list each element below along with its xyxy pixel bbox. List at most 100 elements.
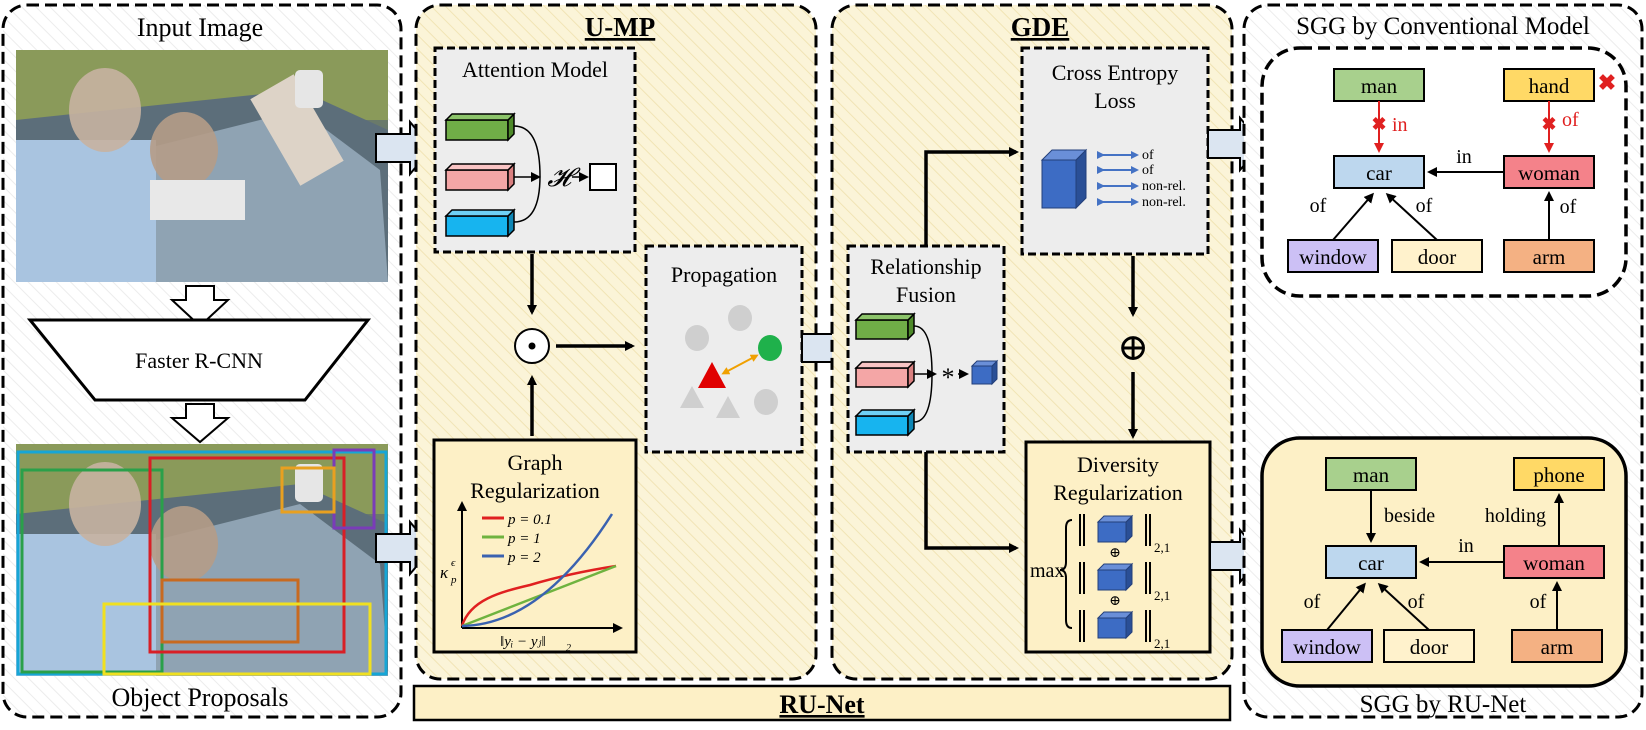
fusion-output-cube [970, 359, 999, 386]
ru-node-window [1281, 629, 1373, 663]
conv-edge-of-error: ✖ [1541, 114, 1556, 134]
conv-node-window [1287, 239, 1379, 273]
y-axis-sup: ϵ [451, 557, 456, 569]
ru-edge-beside-label: beside [1384, 505, 1435, 527]
ce-label-1: of [1142, 148, 1154, 163]
norm-sub-2: 2,1 [1154, 588, 1170, 603]
graph-reg-title-1: Graph [508, 450, 563, 475]
div-oplus-1: ⊕ [1109, 546, 1121, 561]
ru-node-phone-label: phone [1533, 463, 1584, 487]
conv-node-hand [1503, 68, 1595, 102]
cross-entropy-title-1: Cross Entropy [1052, 60, 1179, 85]
input-image-title: Input Image [137, 13, 263, 42]
conv-node-car [1333, 155, 1425, 189]
relationship-fusion-box: Relationship Fusion * [846, 244, 1006, 454]
y-axis-kappa: κ [440, 563, 449, 582]
graph-regularization-box: Graph Regularization p = 0.1 p = 1 p = 2… [432, 438, 638, 654]
diversity-title-2: Regularization [1053, 480, 1183, 505]
runet-label: RU-Net [779, 690, 865, 719]
conv-node-man [1333, 68, 1425, 102]
faster-rcnn-block: Faster R-CNN [26, 318, 372, 402]
conv-node-door-label: door [1418, 245, 1457, 269]
div-cube-1 [1096, 514, 1134, 544]
conv-node-woman-label: woman [1518, 161, 1580, 185]
conv-edge-arm-woman-label: of [1560, 196, 1577, 218]
fusion-title-1: Relationship [870, 254, 981, 279]
fusion-bar-cyan [854, 408, 916, 437]
ru-node-phone [1513, 457, 1605, 491]
ru-edge-woman-car-label: in [1458, 535, 1474, 557]
fusion-title-2: Fusion [896, 282, 956, 307]
ump-panel: U-MP Attention Model [414, 3, 818, 681]
gde-panel: GDE Cross Entropy Loss of of non-rel. no… [830, 3, 1234, 681]
ru-node-man [1325, 457, 1417, 491]
ru-node-arm [1511, 629, 1603, 663]
conv-hand-error-icon: ✖ [1598, 70, 1616, 95]
sgg-conventional-title: SGG by Conventional Model [1296, 13, 1590, 40]
fusion-bar-green [854, 312, 916, 341]
ru-edge-arm-woman-label: of [1530, 591, 1547, 613]
div-cube-2 [1096, 562, 1134, 592]
faster-rcnn-label: Faster R-CNN [135, 348, 263, 373]
attention-model-box: Attention Model 𝓗 [433, 46, 637, 254]
ru-node-car-label: car [1358, 551, 1384, 575]
conv-node-window-label: window [1299, 245, 1368, 269]
legend-p-2: p = 2 [507, 550, 541, 566]
propagation-red-node [698, 362, 726, 388]
feature-bar-cyan [444, 208, 516, 238]
x-axis-norm: ‖yᵢ − yⱼ‖ [500, 634, 546, 650]
curve-p-2 [461, 513, 614, 628]
oplus-operator: ⊕ [1117, 327, 1149, 369]
div-oplus-2: ⊕ [1109, 594, 1121, 609]
sgg-runet-title: SGG by RU-Net [1360, 691, 1527, 718]
norm-sub-3: 2,1 [1154, 636, 1170, 651]
proposal-box-yellow [102, 602, 372, 676]
ce-label-3: non-rel. [1142, 179, 1186, 194]
attention-model-title: Attention Model [462, 57, 608, 82]
norm-sub-1: 2,1 [1154, 540, 1170, 555]
sgg-conventional-graph: man hand ✖ car woman window door arm ✖ i… [1260, 46, 1628, 298]
propagation-green-node [758, 335, 782, 361]
input-photo [16, 50, 388, 282]
curve-p-0.1 [460, 564, 617, 627]
ru-node-door-label: door [1410, 635, 1449, 659]
proposal-box-red [148, 456, 346, 654]
max-label: max [1030, 560, 1064, 582]
ru-node-car [1325, 545, 1417, 579]
ru-node-window-label: window [1293, 635, 1362, 659]
ru-node-arm-label: arm [1541, 635, 1574, 659]
legend-p-0.1: p = 0.1 [507, 512, 552, 528]
ce-label-4: non-rel. [1142, 195, 1186, 210]
proposal-box-green [20, 468, 164, 674]
proposal-box-orange-small [280, 466, 336, 514]
propagation-box: Propagation [644, 244, 804, 454]
fusion-star: * [942, 363, 955, 392]
sgg-runet-graph: man phone car woman window door arm besi… [1260, 436, 1628, 688]
div-cube-3 [1096, 610, 1134, 640]
ru-edge-window-car-label: of [1304, 591, 1321, 613]
cross-entropy-box: Cross Entropy Loss of of non-rel. non-re… [1020, 46, 1210, 256]
diversity-regularization-box: Diversity Regularization max 2,1 ⊕ [1024, 440, 1212, 654]
feature-bar-green [444, 112, 516, 142]
ump-title: U-MP [585, 12, 655, 42]
y-axis-sub: p [450, 574, 457, 586]
legend-p-1: p = 1 [507, 531, 541, 547]
graph-reg-title-2: Regularization [470, 478, 600, 503]
proposals-photo [16, 444, 388, 676]
gde-title: GDE [1011, 12, 1070, 42]
input-panel: Input Image Faster R-CNN [1, 3, 403, 719]
x-axis-sub: 2 [566, 643, 571, 654]
proposal-box-orange [160, 578, 300, 644]
ce-label-2: of [1142, 163, 1154, 178]
conv-edge-door-car-label: of [1416, 195, 1433, 217]
down-arrow-1 [169, 285, 231, 328]
object-proposals-label: Object Proposals [112, 683, 289, 712]
conv-node-hand-label: hand [1529, 74, 1570, 98]
ru-edge-door-car-label: of [1408, 591, 1425, 613]
conv-node-arm-label: arm [1533, 245, 1566, 269]
conv-edge-window-car-label: of [1310, 195, 1327, 217]
feature-bar-pink [444, 162, 516, 192]
attention-output-square [589, 163, 617, 191]
